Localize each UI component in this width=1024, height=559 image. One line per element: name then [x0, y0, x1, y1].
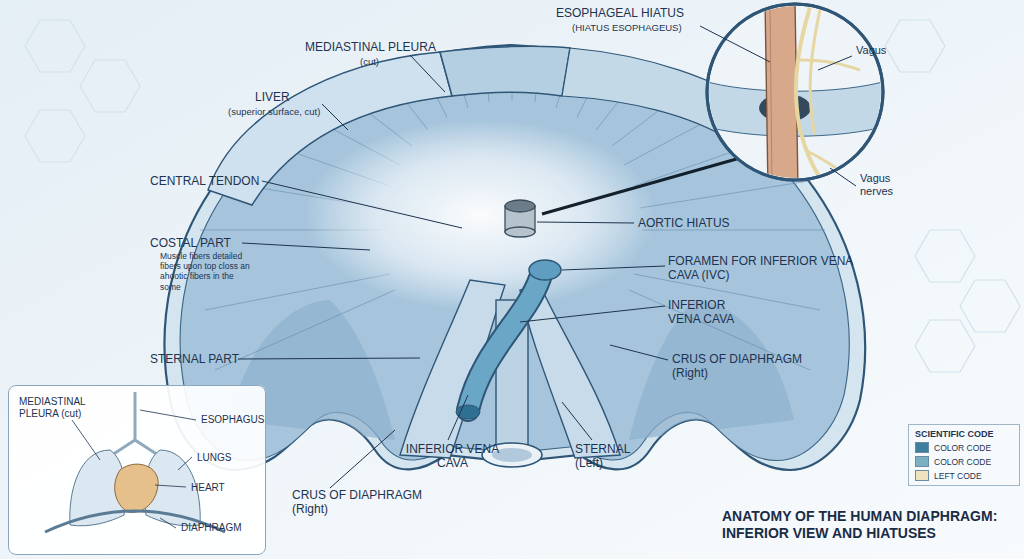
inset-label: HEART: [191, 482, 255, 494]
leader-lines: [242, 243, 370, 250]
aortic-hiatus: [505, 227, 535, 237]
inferior-vena-cava: [456, 260, 561, 419]
part-label: MEDIASTINAL PLEURA: [305, 40, 465, 54]
legend-text: LEFT CODE: [934, 471, 982, 481]
hex-pattern: [25, 20, 85, 72]
legend-row: COLOR CODE: [915, 456, 1013, 467]
part-label: FORAMEN FOR INFERIOR VENA CAVA (IVC): [668, 254, 868, 283]
thorax-inset-art: [72, 420, 100, 460]
part-label: Vagus: [856, 44, 916, 57]
leader-lines: [537, 222, 634, 223]
thorax-inset-art: [178, 457, 192, 470]
part-label: INFERIOR VENA CAVA: [405, 442, 500, 471]
inset-label: DIAPHRAGM: [181, 522, 261, 534]
leader-lines: [520, 306, 665, 322]
leader-lines: [818, 56, 852, 70]
legend-title: SCIENTIFIC CODE: [915, 429, 1013, 439]
part-label: STERNAL PART: [150, 352, 260, 366]
inset-label: ESOPHAGUS: [201, 414, 265, 426]
part-note: (superior surface, cut): [228, 106, 368, 117]
aortic-hiatus: [505, 200, 535, 212]
part-label: CENTRAL TENDON: [150, 174, 290, 188]
hex-pattern: [25, 110, 85, 162]
legend-text: COLOR CODE: [934, 443, 991, 453]
leader-lines: [448, 395, 468, 440]
part-label: LIVER: [255, 90, 335, 104]
leader-lines: [330, 430, 395, 488]
part-label: CRUS OF DIAPHRAGM (Right): [672, 352, 822, 381]
magnifier-inset: [700, 0, 890, 190]
part-note: Muscle fibers detailed fibers upon top c…: [160, 251, 255, 292]
inferior-vena-cava: [529, 260, 561, 280]
thorax-inset-art: [115, 464, 158, 512]
part-label: INFERIOR VENA CAVA: [668, 298, 758, 327]
leader-lines: [410, 55, 445, 92]
part-label: COSTAL PART: [150, 236, 260, 250]
thorax-inset-art: [155, 485, 186, 487]
diagram-title: ANATOMY OF THE HUMAN DIAPHRAGM: INFERIOR…: [722, 508, 1022, 542]
inferior-vena-cava: [468, 278, 540, 410]
part-label: AORTIC HIATUS: [638, 216, 778, 230]
inferior-vena-cava: [456, 405, 480, 419]
leader-lines: [562, 266, 665, 270]
magnifier-inset: [765, 0, 798, 190]
leader-lines: [610, 345, 668, 360]
leader-lines: [238, 358, 420, 359]
magnifier-inset: [542, 158, 740, 214]
muscle-fibers: [640, 180, 815, 208]
magnifier-inset: [707, 4, 883, 180]
part-label: Vagus nerves: [860, 172, 920, 198]
legend-swatch: [915, 470, 929, 481]
magnifier-inset: [770, 5, 772, 185]
aortic-hiatus: [505, 200, 535, 237]
legend-swatch: [915, 456, 929, 467]
part-label: CRUS OF DIAPHRAGM (Right): [292, 488, 442, 517]
hex-pattern: [915, 230, 975, 282]
hex-pattern: [915, 320, 975, 372]
liver-cutaway: [440, 46, 570, 96]
thorax-inset-art: [72, 410, 196, 528]
liver-cutaway: [208, 46, 760, 205]
part-note: (cut): [360, 56, 400, 67]
hex-pattern: [80, 60, 140, 112]
thorax-inset-art: [8, 385, 266, 555]
legend-row: COLOR CODE: [915, 442, 1013, 453]
magnifier-inset: [542, 0, 890, 214]
leader-lines: [700, 26, 770, 62]
hex-pattern: [885, 20, 945, 72]
magnifier-inset: [810, 0, 822, 135]
part-note: (HIATUS ESOPHAGEUS): [572, 22, 732, 33]
part-label: ESOPHAGEAL HIATUS: [556, 6, 736, 20]
thorax-inset-art: [8, 385, 266, 555]
leader-lines: [262, 181, 462, 228]
inset-label: MEDIASTINAL PLEURA (cut): [19, 396, 114, 420]
leader-lines: [322, 104, 348, 130]
legend-swatch: [915, 442, 929, 453]
thorax-inset-art: [140, 410, 196, 420]
legend-row: LEFT CODE: [915, 470, 1013, 481]
part-label: STERNAL (Left): [575, 442, 650, 471]
leader-lines: [562, 402, 592, 440]
thorax-inset-art: [112, 392, 158, 455]
legend-box: SCIENTIFIC CODE COLOR CODE COLOR CODE LEFT …: [908, 424, 1020, 486]
inset-panel: MEDIASTINAL PLEURA (cut) ESOPHAGUS LUNGS HE…: [8, 385, 266, 555]
leader-lines: [830, 168, 856, 186]
thorax-inset-art: [160, 518, 176, 528]
hex-pattern: [960, 280, 1020, 332]
legend-text: COLOR CODE: [934, 457, 991, 467]
inferior-vena-cava: [468, 278, 540, 410]
inset-label: LUNGS: [197, 452, 261, 464]
